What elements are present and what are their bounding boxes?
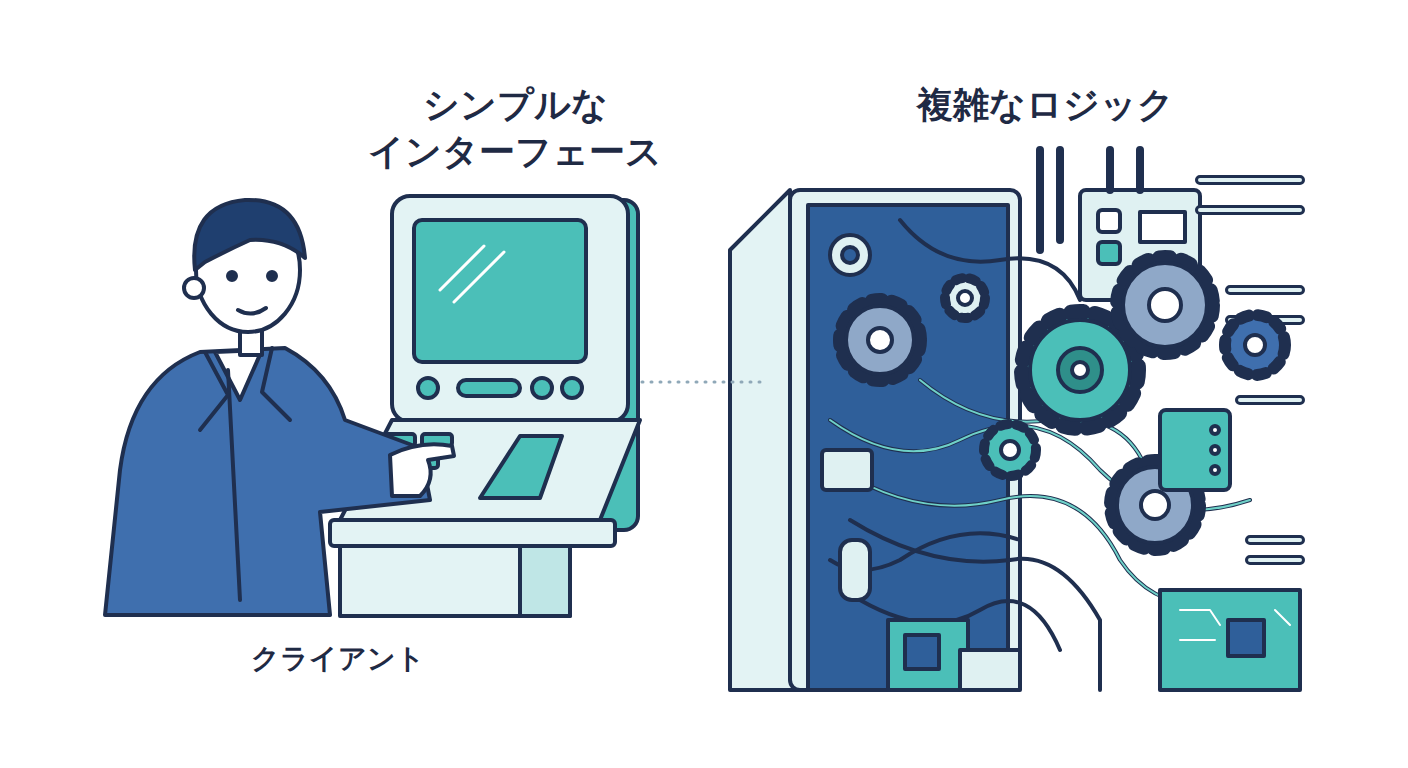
node-heading: 複雑なロジック: [865, 82, 1225, 129]
complex-machine: [730, 150, 1300, 690]
role-label: クライアント: [251, 640, 425, 678]
illustrated-node: 複雑なロジック: [760, 82, 1305, 692]
dotted-connector: [642, 381, 760, 384]
client-person: [105, 200, 454, 615]
illustrated-node: シンプルな インターフェース: [350, 82, 642, 622]
kiosk-illustration: [330, 196, 640, 616]
node-heading: シンプルな インターフェース: [335, 82, 695, 176]
